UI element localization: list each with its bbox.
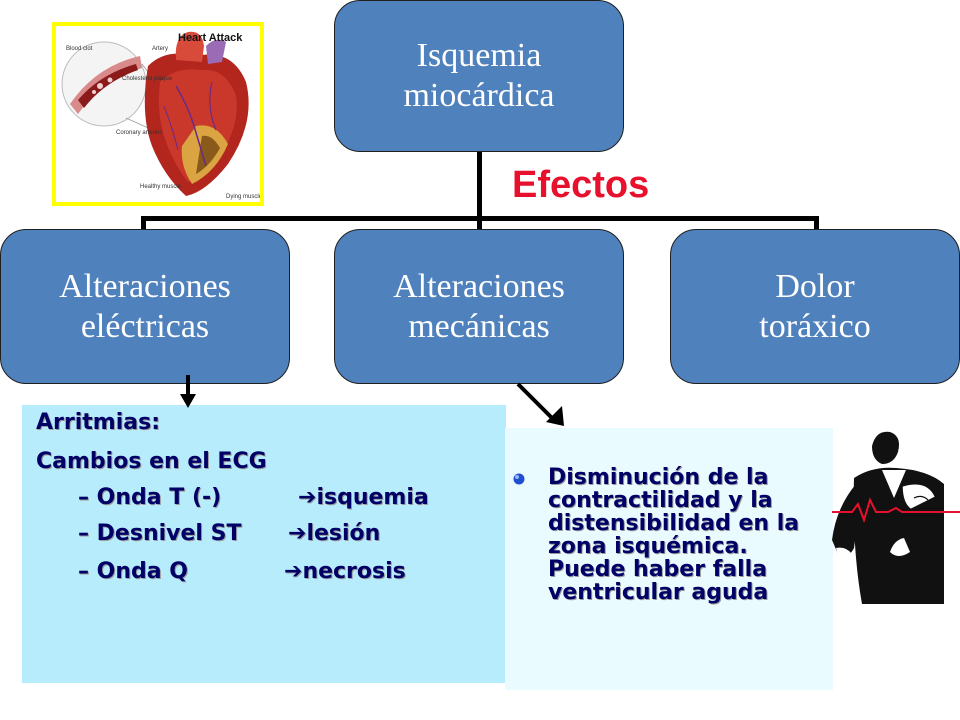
heart-label: Artery: [152, 46, 169, 52]
connector-trunk: [477, 152, 482, 218]
arrow-right-icon: ➔: [284, 559, 303, 584]
connector-drop-center: [477, 216, 482, 230]
ecg-item-label: Desnivel ST: [96, 521, 242, 546]
dash-icon: –: [78, 559, 97, 584]
arrow-diag-right: [516, 382, 554, 420]
heart-title: Heart Attack: [178, 32, 243, 44]
chest-pain-figure-icon: [832, 431, 960, 604]
panel-mecanicas: [505, 428, 833, 690]
heart-attack-illustration: Heart Attack Blood clot Artery Cholester…: [52, 22, 264, 206]
node-isquemia-miocardica: Isquemia miocárdica: [334, 0, 624, 152]
heart-label: Cholesterol plaque: [122, 76, 173, 82]
node-alteraciones-electricas: Alteraciones eléctricas: [0, 229, 290, 384]
ecg-item-label: Onda T (-): [96, 485, 222, 510]
arrow-head-right: [546, 406, 564, 426]
heart-icon: [61, 31, 249, 197]
node-line: mecánicas: [408, 307, 550, 345]
node-dolor-toraxico: Dolor toráxico: [670, 229, 960, 384]
connector-drop-left: [141, 216, 146, 230]
ecg-item-result: ➔necrosis: [284, 559, 406, 584]
ecg-item-result: ➔lesión: [288, 521, 381, 546]
panel-arritmias: [22, 405, 506, 683]
node-line: miocárdica: [403, 77, 555, 114]
arrow-right-icon: ➔: [298, 485, 317, 510]
node-line: eléctricas: [80, 307, 210, 345]
heart-label: Dying muscle: [226, 194, 263, 200]
node-line: Alteraciones: [393, 267, 565, 305]
arrow-right-icon: ➔: [288, 521, 307, 546]
connector-drop-right: [814, 216, 819, 230]
ecg-item: – Desnivel ST: [78, 520, 241, 547]
ecg-item-result: ➔isquemia: [298, 485, 429, 510]
dash-icon: –: [78, 521, 97, 546]
heart-label: Blood clot: [66, 46, 93, 52]
bullet-dot-icon: [513, 473, 525, 485]
ecg-item: – Onda Q: [78, 558, 188, 585]
dash-icon: –: [78, 485, 97, 510]
heart-label: Healthy muscle: [140, 184, 182, 190]
node-alteraciones-mecanicas: Alteraciones mecánicas: [334, 229, 624, 384]
heart-label: Coronary arteries: [116, 130, 163, 136]
bullet-text: Disminución de la contractilidad y la di…: [548, 465, 800, 605]
ecg-item-label: Onda Q: [96, 559, 188, 584]
edge-label-efectos: Efectos: [512, 164, 650, 206]
ecg-item: – Onda T (-): [78, 484, 221, 511]
node-line: toráxico: [759, 307, 871, 345]
node-line: Alteraciones: [59, 267, 231, 305]
ecg-subheading: Cambios en el ECG: [36, 449, 267, 474]
node-line: Dolor: [775, 267, 855, 305]
node-line: Isquemia: [416, 37, 542, 74]
arrow-head-left: [180, 394, 196, 408]
arritmias-heading: Arritmias:: [36, 410, 160, 435]
